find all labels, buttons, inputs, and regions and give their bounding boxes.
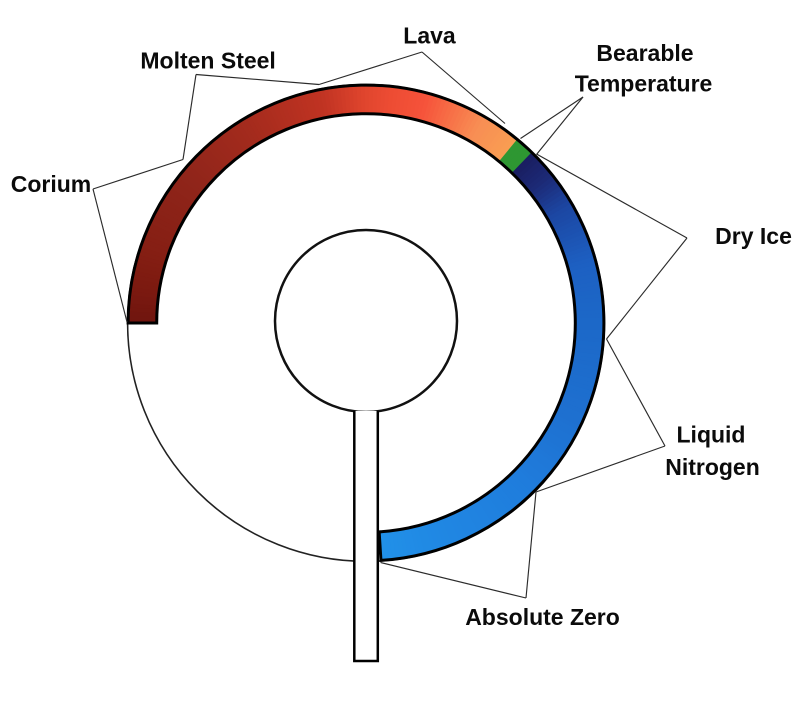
svg-text:Lava: Lava — [403, 23, 456, 49]
svg-text:Bearable: Bearable — [596, 40, 693, 66]
svg-text:Liquid: Liquid — [677, 421, 746, 447]
svg-text:Temperature: Temperature — [575, 70, 713, 96]
svg-text:Dry Ice: Dry Ice — [715, 223, 792, 249]
svg-text:Molten Steel: Molten Steel — [140, 48, 275, 74]
svg-text:Corium: Corium — [11, 171, 92, 197]
svg-text:Nitrogen: Nitrogen — [665, 454, 760, 480]
svg-text:Absolute Zero: Absolute Zero — [465, 604, 620, 630]
